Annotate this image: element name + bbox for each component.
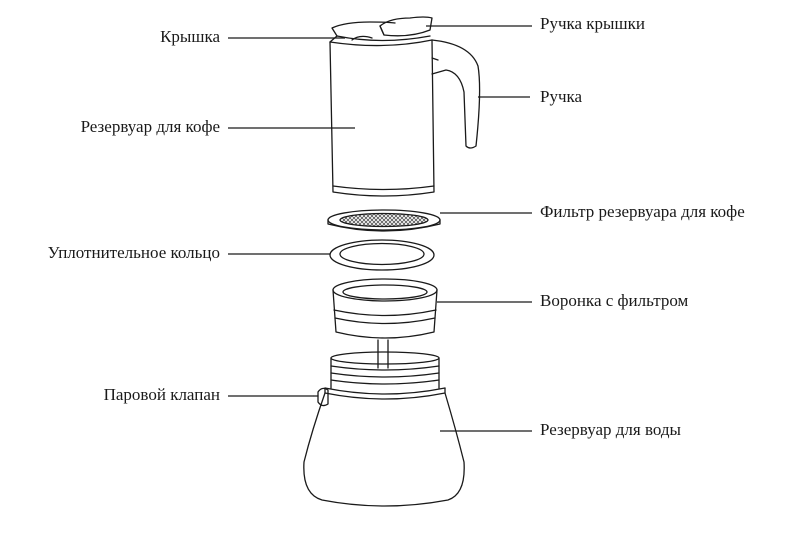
- label-coffee-reservoir: Резервуар для кофе: [80, 117, 220, 136]
- label-reservoir-filter: Фильтр резервуара для кофе: [540, 202, 745, 221]
- seal-ring: [329, 239, 435, 271]
- label-funnel-filter: Воронка с фильтром: [540, 291, 689, 310]
- lid-handle: [379, 16, 433, 37]
- lid: [329, 21, 433, 47]
- thread-neck: [324, 351, 446, 400]
- handle-shape: [431, 39, 481, 149]
- funnel-filter: [332, 278, 438, 369]
- label-steam-valve: Паровой клапан: [103, 385, 220, 404]
- label-lid-handle: Ручка крышки: [540, 14, 645, 33]
- label-handle: Ручка: [540, 87, 583, 106]
- coffee-reservoir-body: [329, 39, 435, 197]
- label-water-reservoir: Резервуар для воды: [540, 420, 681, 439]
- water-reservoir-body: [303, 392, 465, 507]
- reservoir-filter: [327, 209, 441, 232]
- label-lid: Крышка: [160, 27, 220, 46]
- label-seal-ring: Уплотнительное кольцо: [47, 243, 220, 262]
- steam-valve-shape: [313, 387, 329, 407]
